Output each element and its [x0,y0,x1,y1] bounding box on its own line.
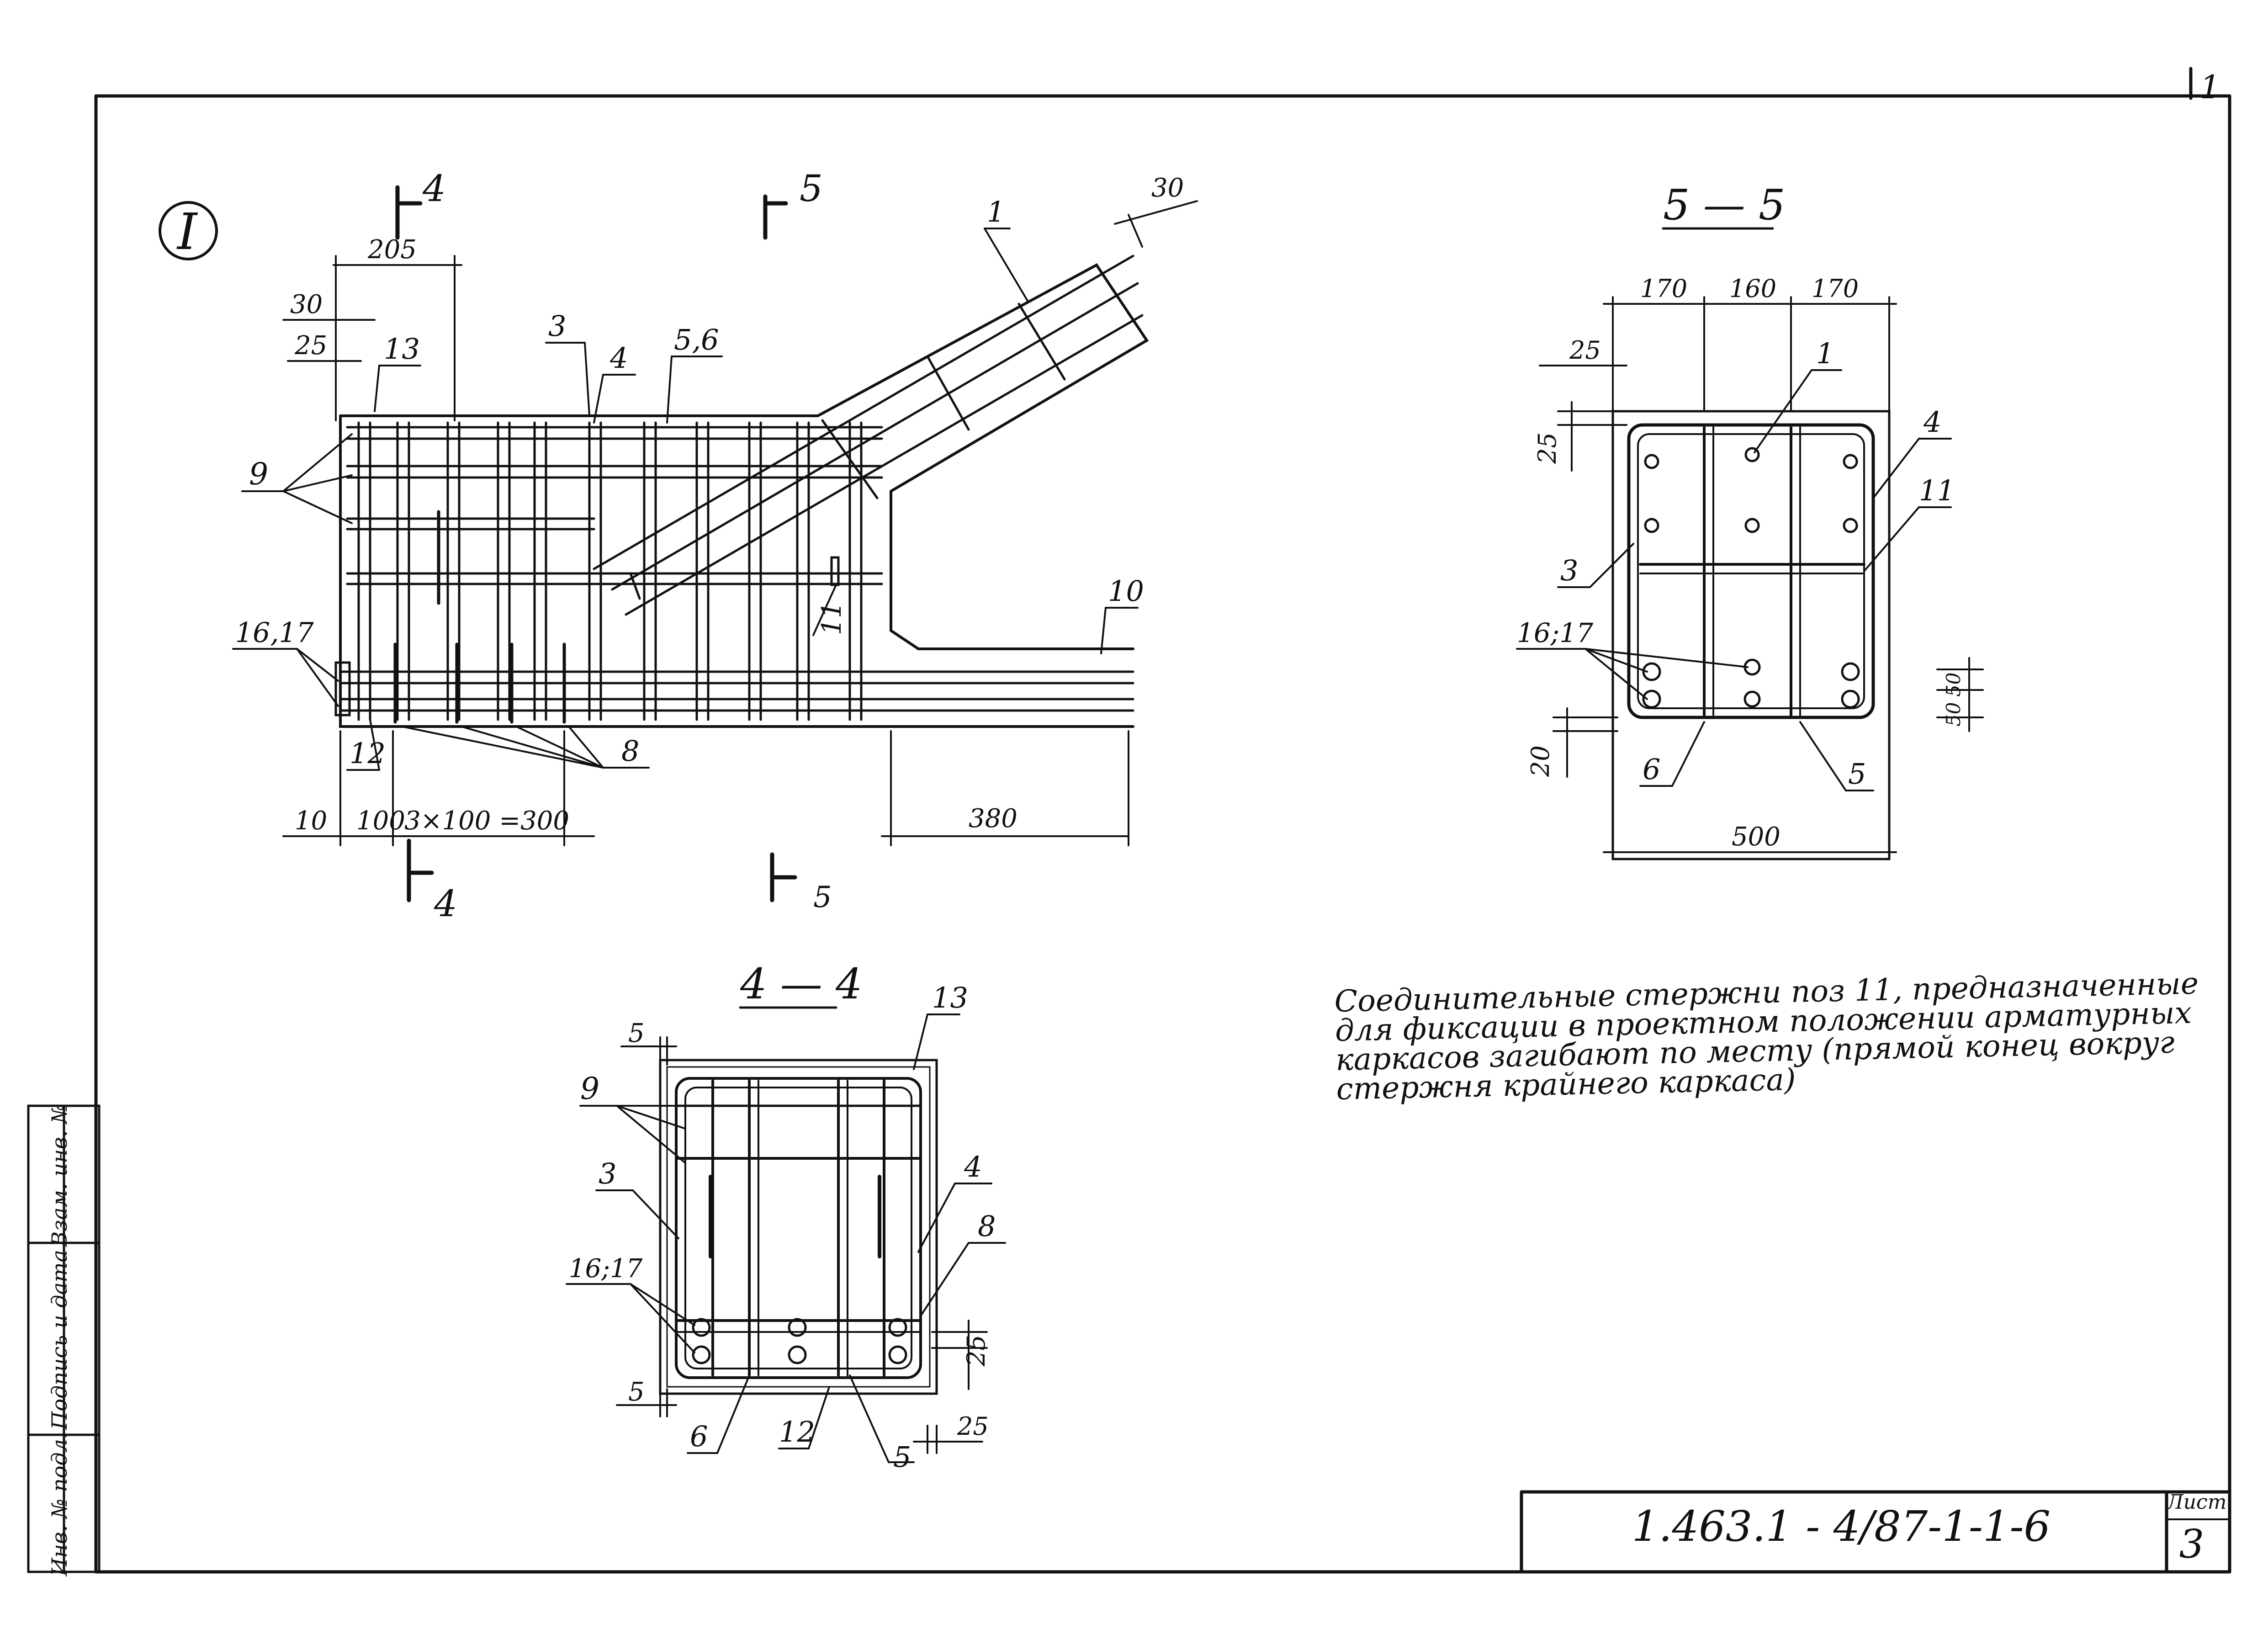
pos-3: 3 [548,309,566,343]
vertical-stirrups [357,421,863,721]
view-1-elevation: I [159,167,1198,925]
side-stamp-frame [27,1104,101,1573]
section-4-4-bars [692,1318,907,1364]
dim-170-right: 170 [1812,274,1859,303]
dim-25: 25 [294,331,327,361]
s44-pos-3: 3 [599,1157,616,1190]
s44-pos-6: 6 [690,1420,708,1453]
section-4-4: 4 — 4 [566,960,1006,1474]
pos-4: 4 [609,341,628,375]
pos-10: 10 [1108,574,1144,608]
pos-8: 8 [621,734,639,768]
position-leaders [232,228,1139,771]
dim-20: 20 [1526,745,1555,777]
s44-dim-5-bottom: 5 [628,1377,645,1407]
s55-pos-6: 6 [1643,753,1660,786]
section-cut-marks [395,185,797,902]
s44-pos-9: 9 [580,1071,599,1106]
section-mark-5-bottom: 5 [813,881,832,914]
dowel-pins [393,510,566,724]
section-5-5-title: 5 — 5 [1663,180,1786,229]
pos-1: 1 [987,195,1005,228]
section-mark-4-top: 4 [422,167,446,210]
s44-pos-8: 8 [978,1210,996,1243]
s44-dim-5-top: 5 [628,1019,645,1048]
pos-12: 12 [350,737,386,770]
dim-50-a: 50 [1942,673,1965,697]
s44-dim-25-bottom: 25 [957,1412,989,1441]
dim-30-left: 30 [290,290,323,319]
pos-5-6: 5,6 [674,323,719,356]
corner-number: 1 [2200,69,2220,106]
s55-pos-16-17: 16;17 [1517,617,1593,648]
sheet-frame [94,67,2231,1574]
dim-100: 100 [356,806,405,836]
pos-16-17: 16,17 [235,617,314,649]
longitudinal-bars [339,426,1134,712]
section-mark-5-top: 5 [800,167,823,210]
section-5-5-bars [1642,447,1860,709]
s55-pos-1: 1 [1816,337,1834,370]
dim-500: 500 [1732,822,1780,852]
dimension-lines [282,200,1198,846]
sheet-label: Лист [2167,1491,2227,1514]
dim-50-b: 50 [1942,702,1965,727]
s55-pos-3: 3 [1560,554,1578,587]
s44-dim-25-side: 25 [962,1335,991,1367]
dim-25-side: 25 [1533,432,1562,464]
view-marker-circle [159,201,218,260]
s55-pos-5: 5 [1848,757,1866,791]
section-mark-4-bottom: 4 [434,882,457,925]
s44-pos-12: 12 [779,1415,815,1448]
pos-9: 9 [249,456,268,492]
dim-3x100: 3×100 =300 [404,806,569,836]
sheet-number: 3 [2179,1522,2204,1567]
view-marker-text: I [176,202,198,261]
dim-25-top: 25 [1569,336,1601,365]
section-4-4-title: 4 — 4 [740,960,863,1008]
s55-pos-4: 4 [1923,405,1941,439]
connector-rebar [830,556,840,586]
side-stamp-replaces: Взам. инв. № [47,1104,72,1247]
dim-170-left: 170 [1640,274,1687,303]
side-stamp-signature: Подпись и дата [47,1250,72,1430]
s44-pos-16-17: 16;17 [569,1254,643,1284]
concrete-outline [339,263,1149,728]
s55-pos-11: 11 [1919,474,1955,507]
s44-pos-4: 4 [964,1150,982,1183]
inclined-rebar [593,255,1144,616]
dim-380: 380 [969,804,1017,833]
s44-pos-5: 5 [893,1440,911,1474]
pos-11: 11 [816,601,847,635]
dim-10: 10 [295,806,327,836]
section-5-5: 5 — 5 [1516,180,1984,860]
dim-205: 205 [367,235,417,265]
title-block-frame [1520,1490,2231,1574]
dim-30-right: 30 [1151,173,1184,203]
end-plate [334,661,351,716]
fabrication-note: Соединительные стержни поз 11, предназна… [1334,966,2199,1107]
pos-13: 13 [384,332,420,366]
s44-pos-13: 13 [932,981,968,1014]
drawing-code: 1.463.1 - 4/87-1-1-6 [1632,1501,2051,1551]
dim-160: 160 [1729,274,1776,303]
